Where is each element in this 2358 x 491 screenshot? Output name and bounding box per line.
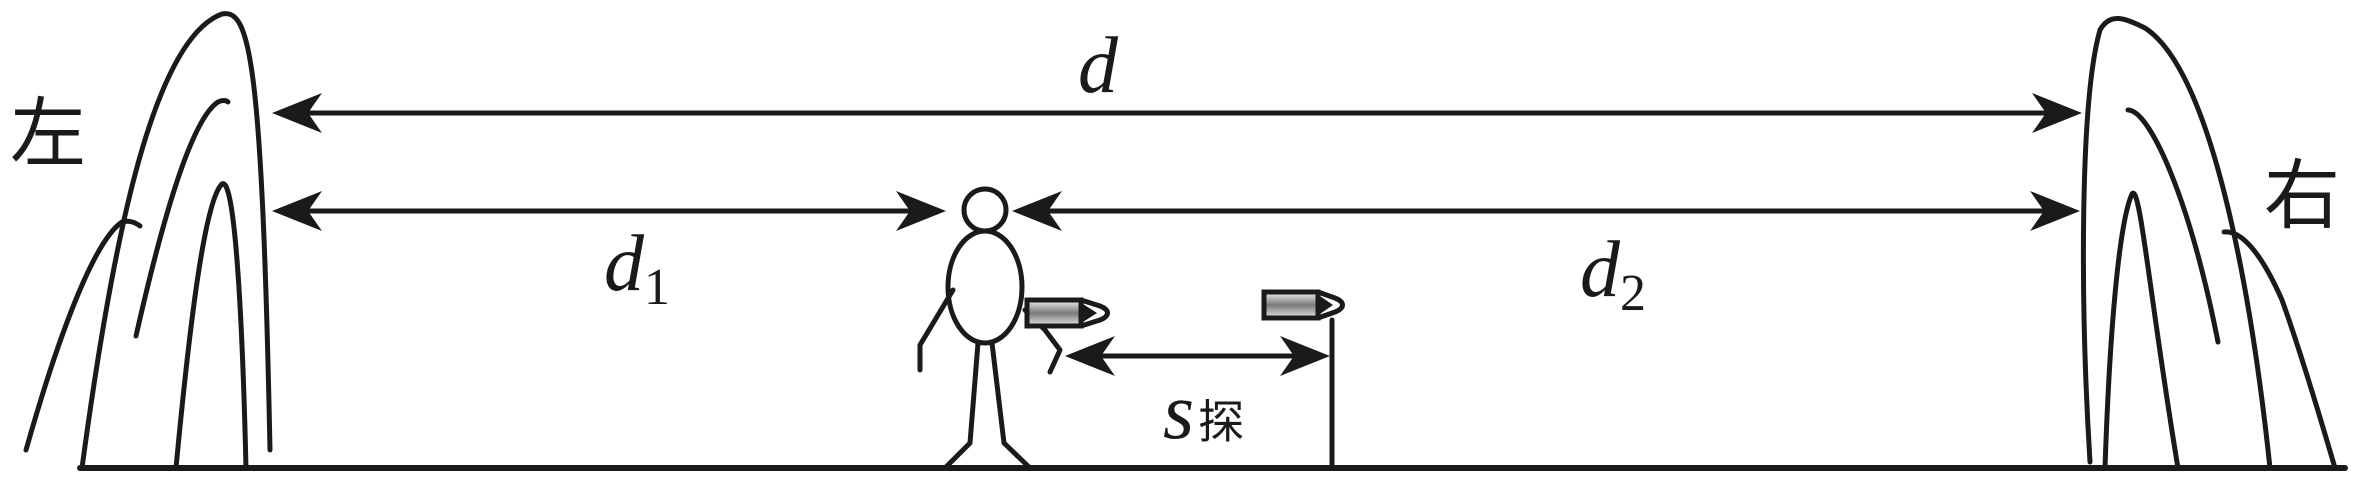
- distance-d2-arrow: [1012, 191, 2080, 231]
- person-figure: [917, 186, 1063, 471]
- label-d: d: [1078, 22, 1119, 110]
- label-s-tan: s探: [1163, 368, 1244, 456]
- label-d2: d2: [1580, 226, 1646, 322]
- label-right: 右: [2264, 151, 2340, 240]
- label-d1: d1: [604, 220, 670, 316]
- gun-on-post: [1261, 289, 1345, 471]
- gun-near-person: [1024, 297, 1110, 329]
- distance-d-arrow: [272, 93, 2082, 133]
- label-left: 左: [10, 89, 86, 178]
- distance-s-arrow: [1065, 336, 1330, 376]
- right-cliff: [2080, 16, 2338, 471]
- distance-d1-arrow: [272, 191, 946, 231]
- left-cliff: [23, 11, 273, 471]
